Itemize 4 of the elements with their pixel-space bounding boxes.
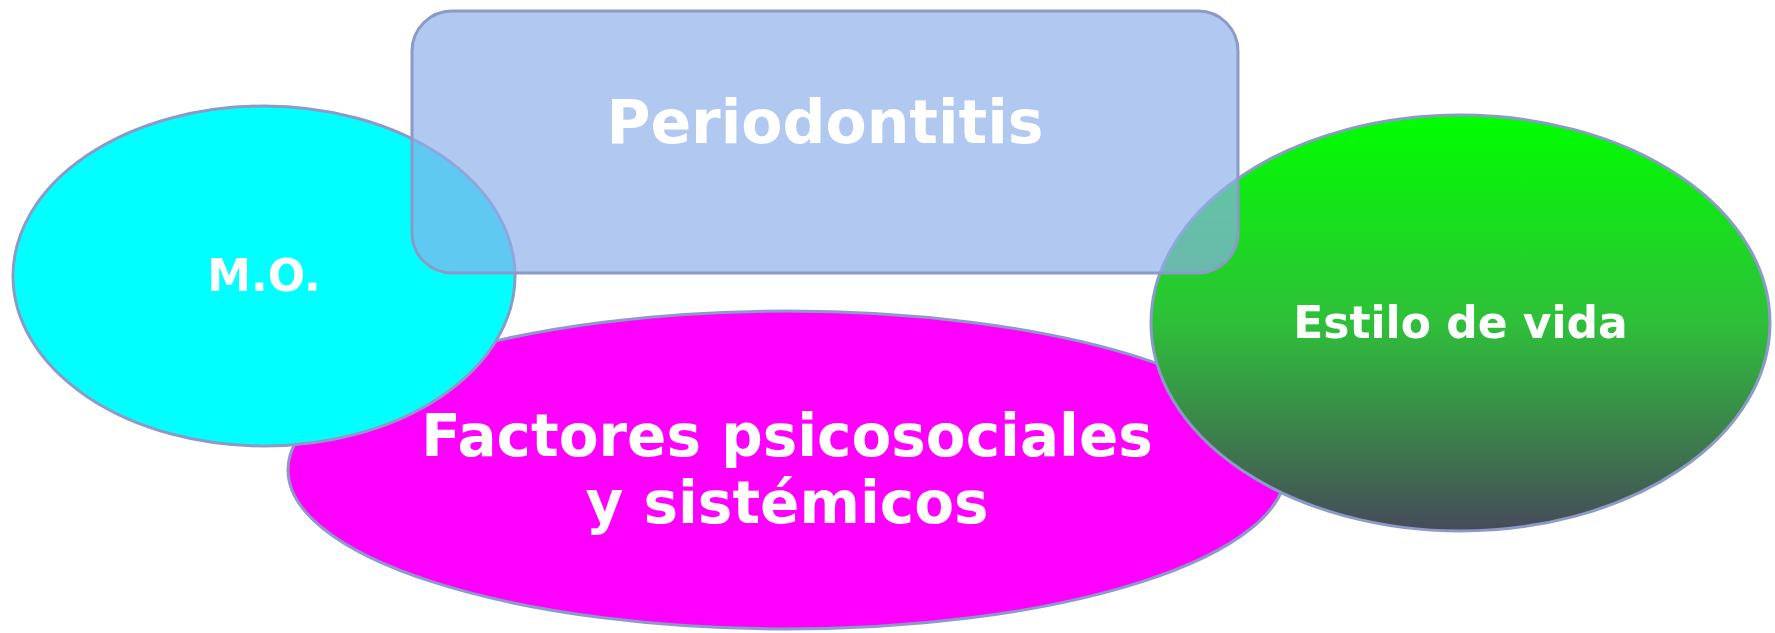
node-label: Periodontitis (606, 87, 1044, 157)
node-label: Estilo de vida (1293, 297, 1628, 349)
node-label: Factores psicosociales y sistémicos (420, 403, 1154, 537)
node-label: M.O. (207, 250, 321, 302)
